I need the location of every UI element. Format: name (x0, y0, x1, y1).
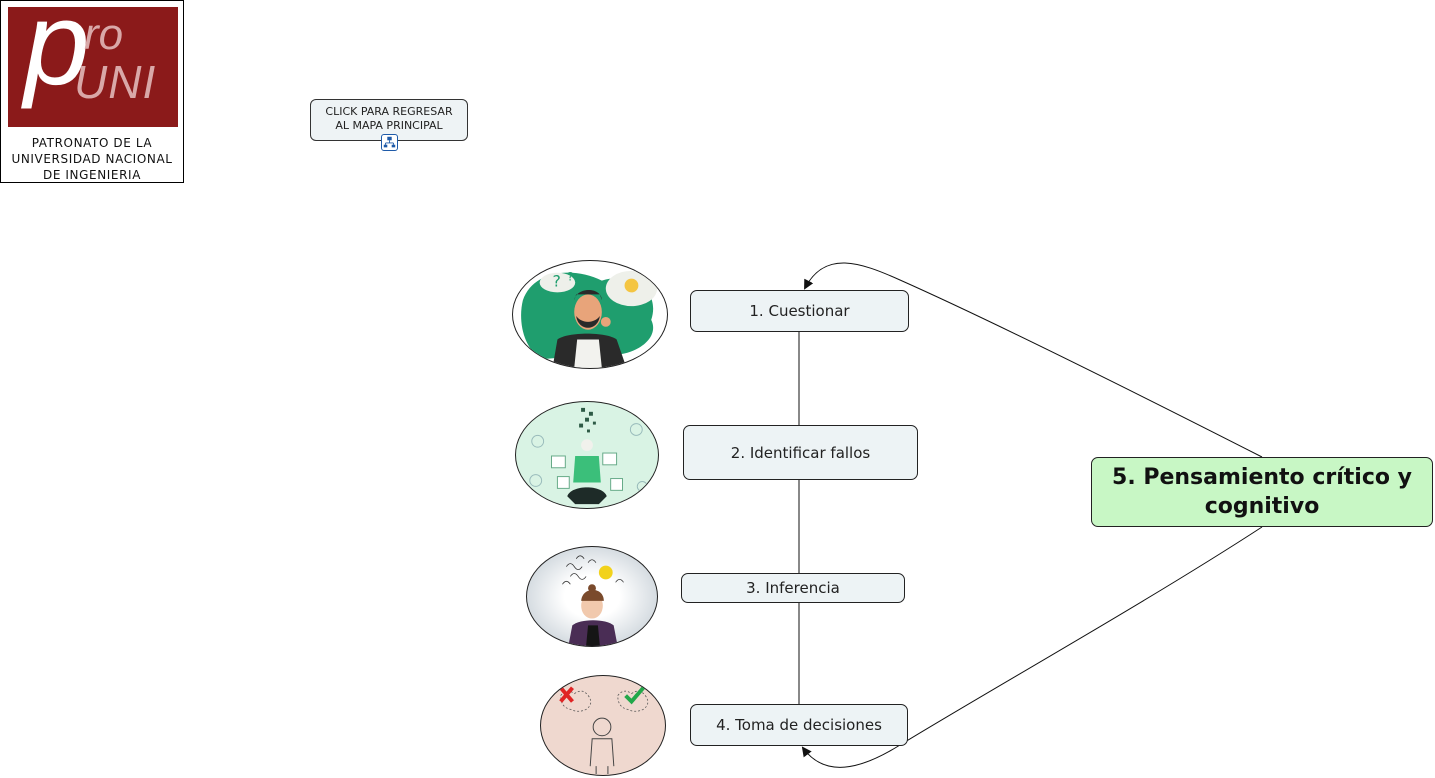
node-label: 3. Inferencia (746, 579, 840, 597)
logo-letters-uni: UNI (74, 56, 157, 108)
woman-lightbulb-illustration (562, 555, 624, 646)
node-label: 2. Identificar fallos (730, 443, 871, 462)
image-toma-de-decisiones (540, 675, 666, 776)
sitemap-icon[interactable] (381, 134, 398, 151)
logo-letter-p: p (24, 7, 90, 110)
man-decision-illustration (559, 686, 649, 775)
svg-text:?: ? (567, 270, 573, 284)
image-identificar-fallos (515, 401, 659, 509)
node-cuestionar[interactable]: 1. Cuestionar (690, 290, 909, 332)
node-inferencia[interactable]: 3. Inferencia (681, 573, 905, 603)
image-cuestionar: ? ? (512, 260, 668, 369)
logo-caption-line: PATRONATO DE LA (31, 136, 153, 150)
node-label: 1. Cuestionar (749, 302, 850, 320)
logo-caption-line: DE INGENIERIA (42, 168, 142, 182)
back-button-line2: AL MAPA PRINCIPAL (335, 119, 443, 132)
person-ideas-illustration (529, 407, 648, 505)
main-node-line1: 5. Pensamiento crítico y (1112, 465, 1412, 490)
logo-brand-block: p ro UNI (8, 7, 178, 127)
node-identificar-fallos[interactable]: 2. Identificar fallos (683, 425, 918, 480)
svg-text:?: ? (552, 272, 560, 291)
back-button-line1: CLICK PARA REGRESAR (325, 105, 453, 118)
node-toma-de-decisiones[interactable]: 4. Toma de decisiones (690, 704, 908, 746)
logo-caption-line: UNIVERSIDAD NACIONAL (11, 152, 173, 166)
man-thinking-illustration: ? ? (521, 270, 658, 368)
prouni-logo: p ro UNI PATRONATO DE LA UNIVERSIDAD NAC… (0, 0, 184, 183)
logo-caption: PATRONATO DE LA UNIVERSIDAD NACIONAL DE … (1, 135, 183, 183)
image-inferencia (526, 546, 658, 647)
node-label: 4. Toma de decisiones (716, 716, 882, 734)
main-node-line2: cognitivo (1204, 494, 1320, 519)
logo-letters-ro: ro (84, 10, 124, 59)
node-pensamiento-critico[interactable]: 5. Pensamiento crítico y cognitivo (1091, 457, 1433, 527)
